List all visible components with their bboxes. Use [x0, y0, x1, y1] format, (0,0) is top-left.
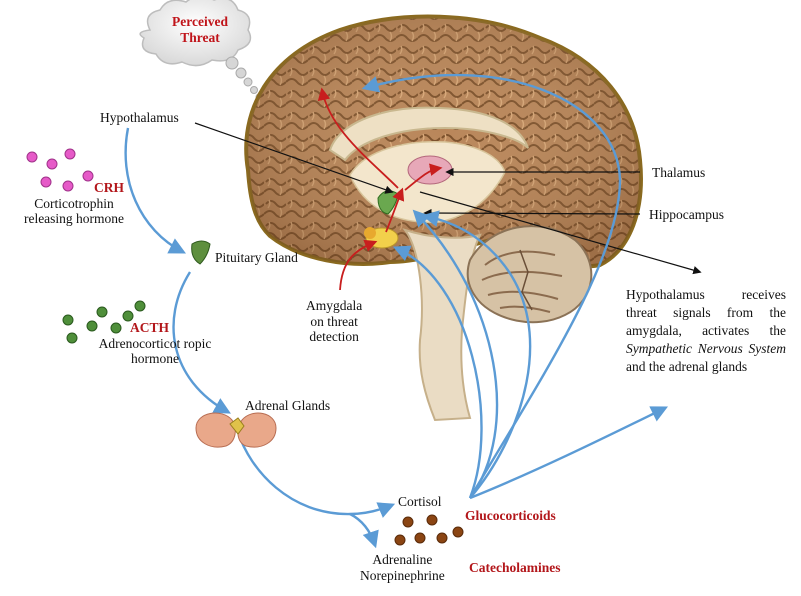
perceived-threat-label: Perceived Threat: [172, 14, 228, 45]
amygdala-label: Amygdala on threat detection: [306, 298, 363, 345]
hippocampus-label: Hippocampus: [649, 207, 724, 222]
adrenaline-norepinephrine-label: Adrenaline Norepinephrine: [360, 552, 445, 583]
thought-cloud: [139, 0, 263, 101]
acth-label: ACTH Adrenocorticot ropic hormone: [80, 320, 230, 367]
brain-illustration: [244, 14, 643, 422]
crh-molecules: [26, 148, 94, 192]
hypothalamus-description: Hypothalamus receives threat signals fro…: [626, 287, 786, 374]
cortisol-label: Cortisol: [398, 494, 442, 509]
red-signal-arrows: [317, 87, 443, 291]
sympathetic-nervous-system-text: Sympathetic Nervous System: [626, 340, 786, 356]
hypothalamus-label: Hypothalamus: [100, 110, 179, 125]
acth-molecules: [62, 300, 146, 344]
pituitary-gland-shape: [191, 240, 211, 265]
crh-abbr: CRH: [94, 180, 124, 195]
blue-flow-arrows: [124, 73, 669, 549]
adrenal-glands-label: Adrenal Glands: [245, 398, 331, 413]
crh-label: CRH Corticotrophin releasing hormone: [0, 180, 148, 227]
catecholamines-label: Catecholamines: [469, 560, 561, 575]
glucocorticoids-label: Glucocorticoids: [465, 508, 556, 523]
pituitary-gland-label: Pituitary Gland: [215, 250, 298, 265]
thalamus-label: Thalamus: [652, 165, 706, 180]
adrenal-glands-shape: [195, 412, 277, 448]
hormone-molecules: [394, 514, 464, 546]
acth-abbr: ACTH: [130, 320, 170, 335]
label-pointers: [194, 122, 702, 275]
